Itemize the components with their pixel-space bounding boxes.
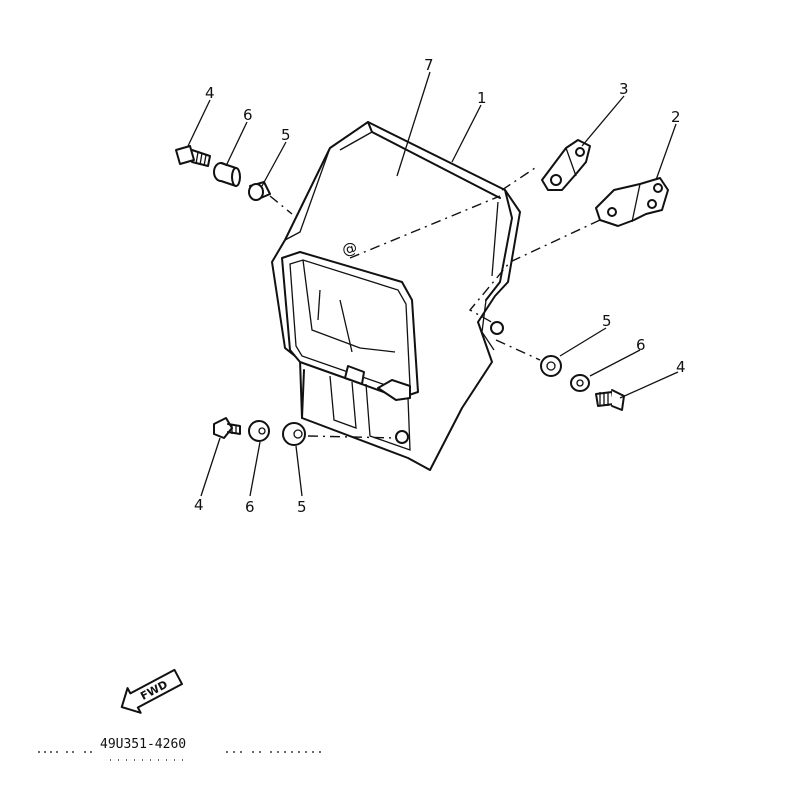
bolt-upper-left [175, 145, 211, 167]
callout-4-right: 4 [676, 358, 686, 376]
assembly-line-bracket-3 [349, 167, 536, 259]
callout-3: 3 [619, 80, 629, 98]
assembly-line-right [495, 339, 541, 361]
diagram-part-number: 49U351-4260 [100, 737, 186, 752]
collar-upper-left [213, 162, 241, 187]
callout-1: 1 [477, 89, 487, 107]
bolt-lower-left [213, 417, 241, 439]
callout-numbers: 7 1 3 2 4 6 5 5 6 4 4 6 5 [194, 56, 686, 516]
fwd-direction-arrow: FWD [120, 668, 184, 714]
washer-lower-left [248, 420, 270, 442]
callout-5-lower: 5 [297, 498, 307, 516]
assembly-line-lower [307, 435, 397, 439]
bolt-right [595, 389, 625, 411]
scan-noise-footer [38, 751, 322, 761]
callout-4-lower: 4 [194, 496, 204, 514]
svg-text:@: @ [340, 238, 359, 259]
callout-6-lower: 6 [245, 498, 255, 516]
assembly-line-upper-left [269, 195, 293, 215]
bracket-part-3 [541, 139, 591, 191]
callout-5-upper: 5 [281, 126, 291, 144]
headlight-cover-part: @ [271, 121, 521, 471]
grommet-upper-left [248, 181, 271, 201]
callout-7: 7 [424, 56, 434, 74]
grommet-right [540, 355, 562, 377]
grommet-lower-left [282, 422, 306, 446]
bracket-part-2 [595, 177, 669, 227]
washer-right [570, 374, 590, 392]
callout-6-upper: 6 [243, 106, 253, 124]
callout-4-upper: 4 [205, 84, 215, 102]
callout-2: 2 [671, 108, 681, 126]
callout-5-right: 5 [602, 312, 612, 330]
callout-6-right: 6 [636, 336, 646, 354]
assembly-line-bracket-2 [468, 219, 601, 325]
leader-lines [187, 71, 679, 497]
